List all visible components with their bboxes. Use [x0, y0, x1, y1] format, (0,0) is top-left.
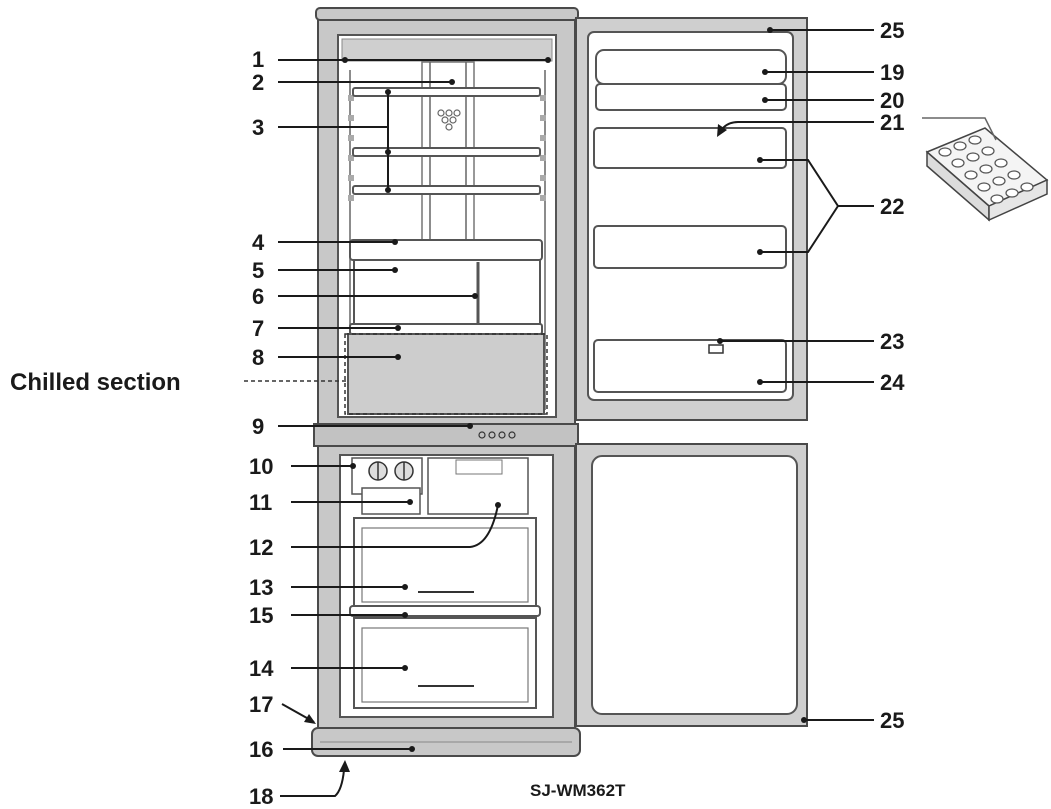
lower-door — [575, 443, 808, 727]
callout-13: 13 — [249, 575, 273, 600]
fridge-compartment — [315, 7, 579, 426]
callout-3: 3 — [252, 115, 264, 140]
leader-lines — [244, 27, 997, 797]
callout-labels: 1 2 3 4 5 6 7 8 Chilled section 9 10 11 … — [10, 18, 905, 809]
callout-25-top: 25 — [880, 18, 904, 43]
callout-18: 18 — [249, 784, 273, 809]
callout-20: 20 — [880, 88, 904, 113]
callout-23: 23 — [880, 329, 904, 354]
callout-14: 14 — [249, 656, 274, 681]
callout-22: 22 — [880, 194, 904, 219]
egg-tray-icon — [925, 127, 1049, 222]
control-panel — [313, 423, 579, 447]
callout-7: 7 — [252, 316, 264, 341]
base-cover — [311, 727, 581, 757]
callout-25-bottom: 25 — [880, 708, 904, 733]
callout-9: 9 — [252, 414, 264, 439]
callout-10: 10 — [249, 454, 273, 479]
callout-4: 4 — [252, 230, 265, 255]
callout-24: 24 — [880, 370, 905, 395]
callout-2: 2 — [252, 70, 264, 95]
callout-1: 1 — [252, 47, 264, 72]
callout-16: 16 — [249, 737, 273, 762]
callout-15: 15 — [249, 603, 273, 628]
chilled-section-label: Chilled section — [10, 369, 181, 396]
callout-11: 11 — [249, 490, 272, 515]
callout-6: 6 — [252, 284, 264, 309]
upper-door — [575, 17, 808, 421]
callout-8: 8 — [252, 345, 264, 370]
callout-17: 17 — [249, 692, 273, 717]
callout-12: 12 — [249, 535, 273, 560]
grape-icon — [437, 109, 461, 131]
callout-19: 19 — [880, 60, 904, 85]
callout-5: 5 — [252, 258, 264, 283]
callout-21: 21 — [880, 110, 904, 135]
model-label: SJ-WM362T — [530, 781, 626, 800]
